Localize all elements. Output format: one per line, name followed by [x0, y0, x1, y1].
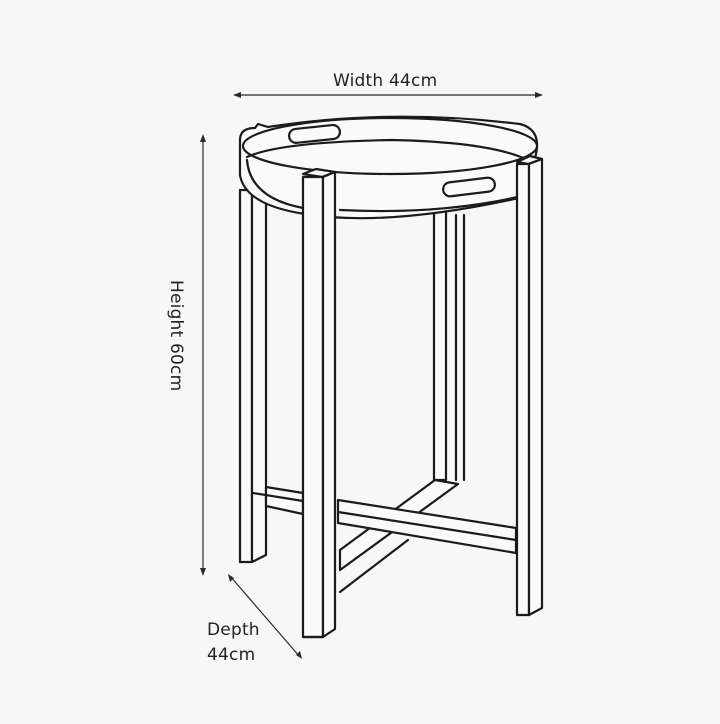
width-dimension-line: [233, 92, 543, 98]
front-left-leg: [301, 167, 337, 639]
depth-label-line1: Depth: [207, 620, 260, 640]
depth-label: Depth 44cm: [207, 618, 260, 668]
depth-label-line2: 44cm: [207, 645, 256, 665]
height-label: Height 60cm: [166, 280, 186, 392]
tray: [238, 115, 539, 220]
depth-dimension-line: [228, 574, 302, 659]
height-dimension-line: [200, 134, 206, 576]
width-label: Width 44cm: [333, 71, 438, 91]
back-right-leg: [432, 208, 466, 482]
back-left-leg: [238, 188, 268, 564]
tray-handle-left: [287, 123, 341, 144]
tray-handle-right: [442, 176, 496, 198]
front-right-leg: [515, 154, 544, 617]
